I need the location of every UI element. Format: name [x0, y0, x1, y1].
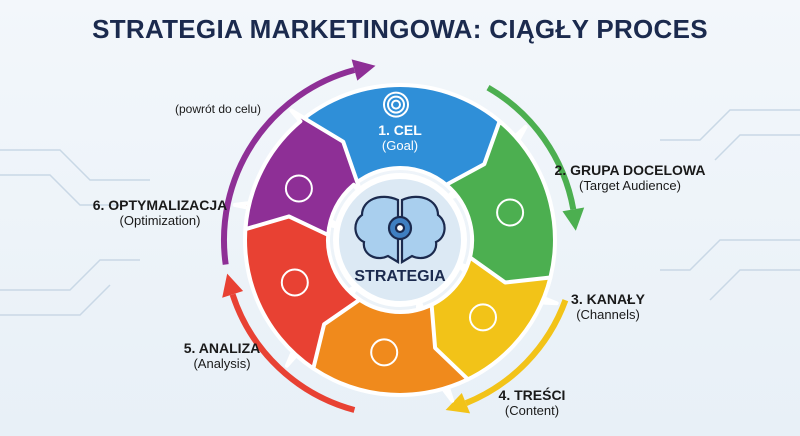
- analytics-chart-icon: [280, 268, 309, 297]
- step-5-arrow-segment: [232, 195, 362, 371]
- step-title: 2. GRUPA DOCELOWA: [554, 162, 706, 178]
- step-4-label: 4. TREŚCI(Content): [499, 387, 566, 419]
- arrowhead-icon: [351, 59, 376, 81]
- step-title: 3. KANAŁY: [571, 291, 645, 307]
- step-subtitle: (Channels): [576, 307, 640, 322]
- step-title: 6. OPTYMALIZACJA: [92, 197, 228, 213]
- center-label: STRATEGIA: [354, 268, 446, 285]
- target-icon: [391, 99, 401, 110]
- content-icon: [370, 338, 399, 367]
- optimization-wrench-icon: [284, 174, 313, 203]
- outer-cycle-arrow: [229, 293, 356, 413]
- channels-icon: [469, 303, 497, 332]
- return-note: (powrót do celu): [174, 102, 262, 116]
- step-6-arrow-segment: [243, 108, 364, 237]
- step-title: 4. TREŚCI: [498, 387, 566, 403]
- step-subtitle: (Goal): [381, 138, 419, 153]
- circuit-decoration: [0, 109, 800, 316]
- arrowhead-icon: [222, 273, 244, 298]
- outer-cycle-arrow: [486, 85, 577, 210]
- step-subtitle: (Content): [504, 403, 560, 418]
- outer-cycle-arrow: [221, 67, 356, 265]
- step-1-label: 1. CEL(Goal): [378, 122, 422, 154]
- step-2-label: 2. GRUPA DOCELOWA(Target Audience): [555, 162, 706, 194]
- outer-cycle-arrow: [464, 299, 569, 406]
- page-title: STRATEGIA MARKETINGOWA: CIĄGŁY PROCES: [92, 14, 708, 44]
- step-title: 5. ANALIZA: [183, 340, 261, 356]
- audience-search-icon: [496, 198, 525, 227]
- target-icon: [383, 91, 409, 118]
- step-3-label: 3. KANAŁY(Channels): [571, 291, 645, 323]
- step-title: 1. CEL: [378, 122, 422, 138]
- step-6-label: 6. OPTYMALIZACJA(Optimization): [93, 197, 228, 229]
- step-subtitle: (Analysis): [193, 356, 251, 371]
- arrowhead-icon: [445, 393, 471, 414]
- target-icon: [387, 95, 405, 114]
- brain-gear-icon: [354, 195, 446, 264]
- step-subtitle: (Target Audience): [579, 178, 681, 193]
- arrowhead-icon: [562, 207, 585, 231]
- step-5-label: 5. ANALIZA(Analysis): [184, 340, 260, 372]
- step-subtitle: (Optimization): [119, 213, 201, 228]
